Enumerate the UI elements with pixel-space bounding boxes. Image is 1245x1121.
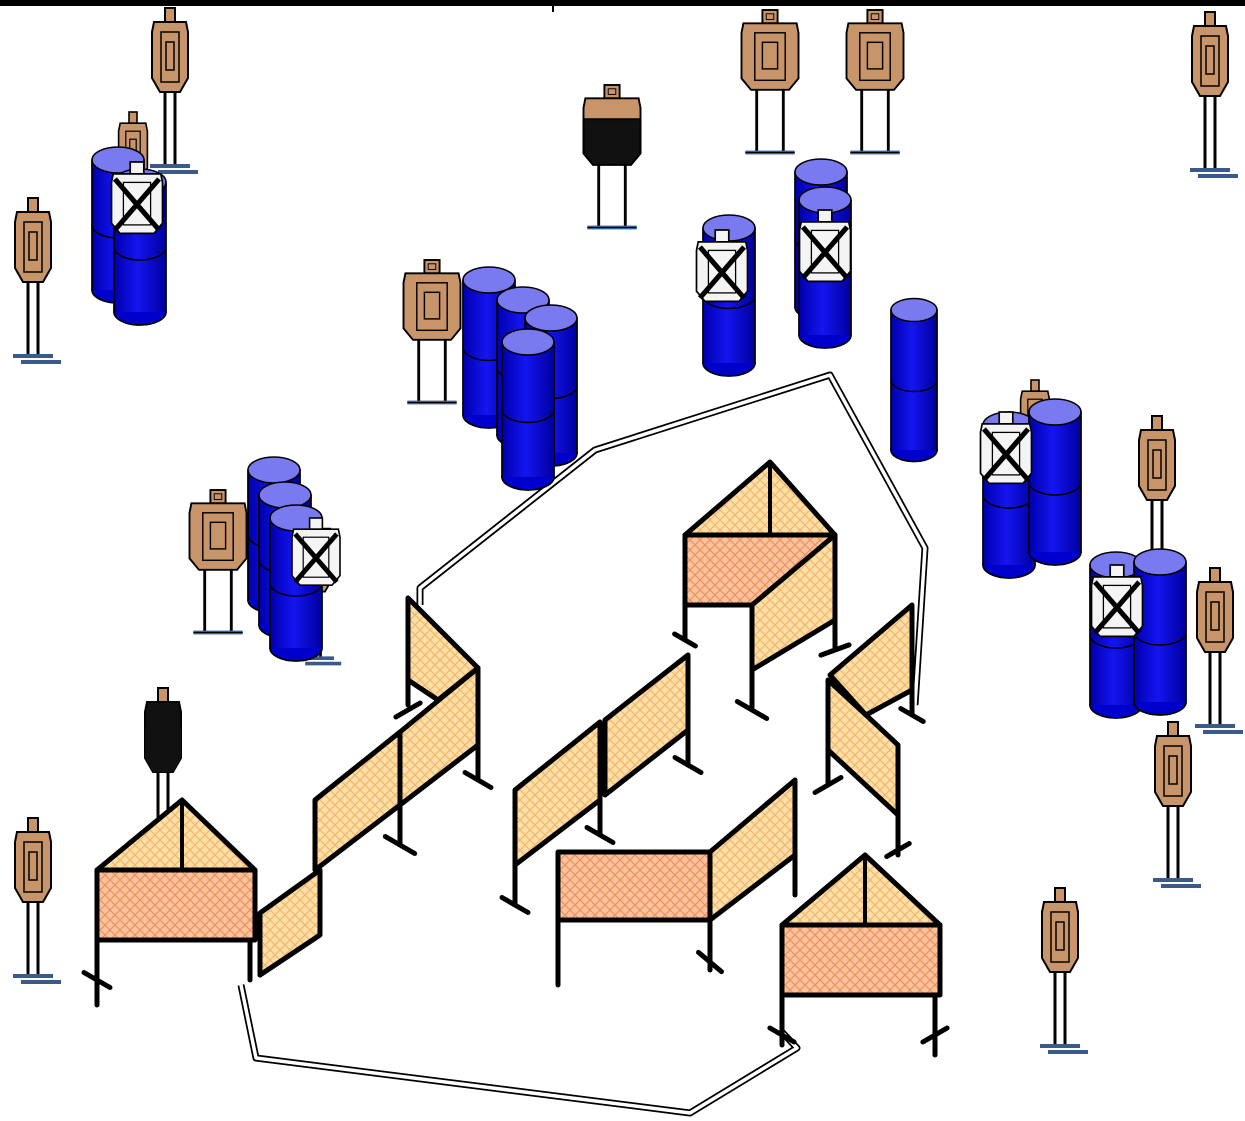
wall-foot (672, 631, 698, 649)
hard-cover-target-left (143, 687, 191, 854)
wall-center-1 (512, 719, 603, 868)
barrel-center-4 (501, 328, 555, 491)
wall-foot (920, 1025, 950, 1045)
wall-center-2 (602, 652, 691, 798)
wall-left-2 (312, 729, 403, 873)
barricade-br-roof (779, 852, 943, 928)
wall-left-1 (257, 867, 323, 978)
wall-foot (767, 1025, 797, 1045)
no-shoot-target-right-1 (979, 411, 1033, 485)
top-border-line (0, 0, 1245, 6)
fault-line-left (416, 447, 598, 605)
wall-foot (898, 706, 926, 724)
wall-foot (584, 825, 616, 845)
paper-target-top-right (1190, 11, 1238, 178)
barricade-left-roof (94, 797, 258, 873)
barricade-br-front (779, 922, 943, 998)
wall-foot (696, 949, 724, 975)
paper-target-top-left (150, 7, 198, 174)
no-shoot-target-cr-1 (695, 229, 749, 303)
barricade-left-front (94, 867, 258, 943)
wall-box-front (555, 849, 713, 923)
wall-foot (734, 699, 770, 721)
wall-foot (382, 834, 418, 856)
wall-left-4 (405, 595, 481, 703)
no-shoot-target-left-top (110, 161, 164, 235)
barrel-right-2 (1028, 398, 1082, 566)
paper-target-left-upper (13, 197, 61, 364)
wall-foot (462, 770, 494, 790)
wall-foot (672, 755, 704, 775)
wall-foot (499, 895, 531, 915)
paper-target-right-mid (1195, 567, 1243, 734)
paper-target-bottom-right (1040, 887, 1088, 1054)
barrel-single (890, 297, 938, 463)
paper-target-top-2 (845, 9, 905, 155)
paper-target-top-1 (740, 9, 800, 155)
wall-right-2 (825, 677, 901, 818)
wall-box-side (707, 777, 798, 923)
paper-target-left-lower (13, 817, 61, 984)
barrel-right-lower-2 (1133, 548, 1187, 716)
wall-foot (818, 642, 852, 658)
no-shoot-target-cr-2 (798, 209, 852, 283)
hard-cover-target-top (582, 84, 642, 230)
fault-line-bottom (237, 984, 801, 1117)
wall-foot (812, 775, 844, 795)
paper-target-mid-left (188, 489, 248, 635)
no-shoot-target-right-2 (1090, 564, 1144, 638)
wall-foot (81, 970, 113, 990)
paper-target-right-lower (1153, 721, 1201, 888)
barricade-top-roof (682, 459, 838, 538)
wall-foot (884, 841, 912, 859)
no-shoot-target-ml (291, 517, 341, 587)
paper-target-center-left (402, 259, 462, 405)
wall-foot (393, 700, 423, 720)
